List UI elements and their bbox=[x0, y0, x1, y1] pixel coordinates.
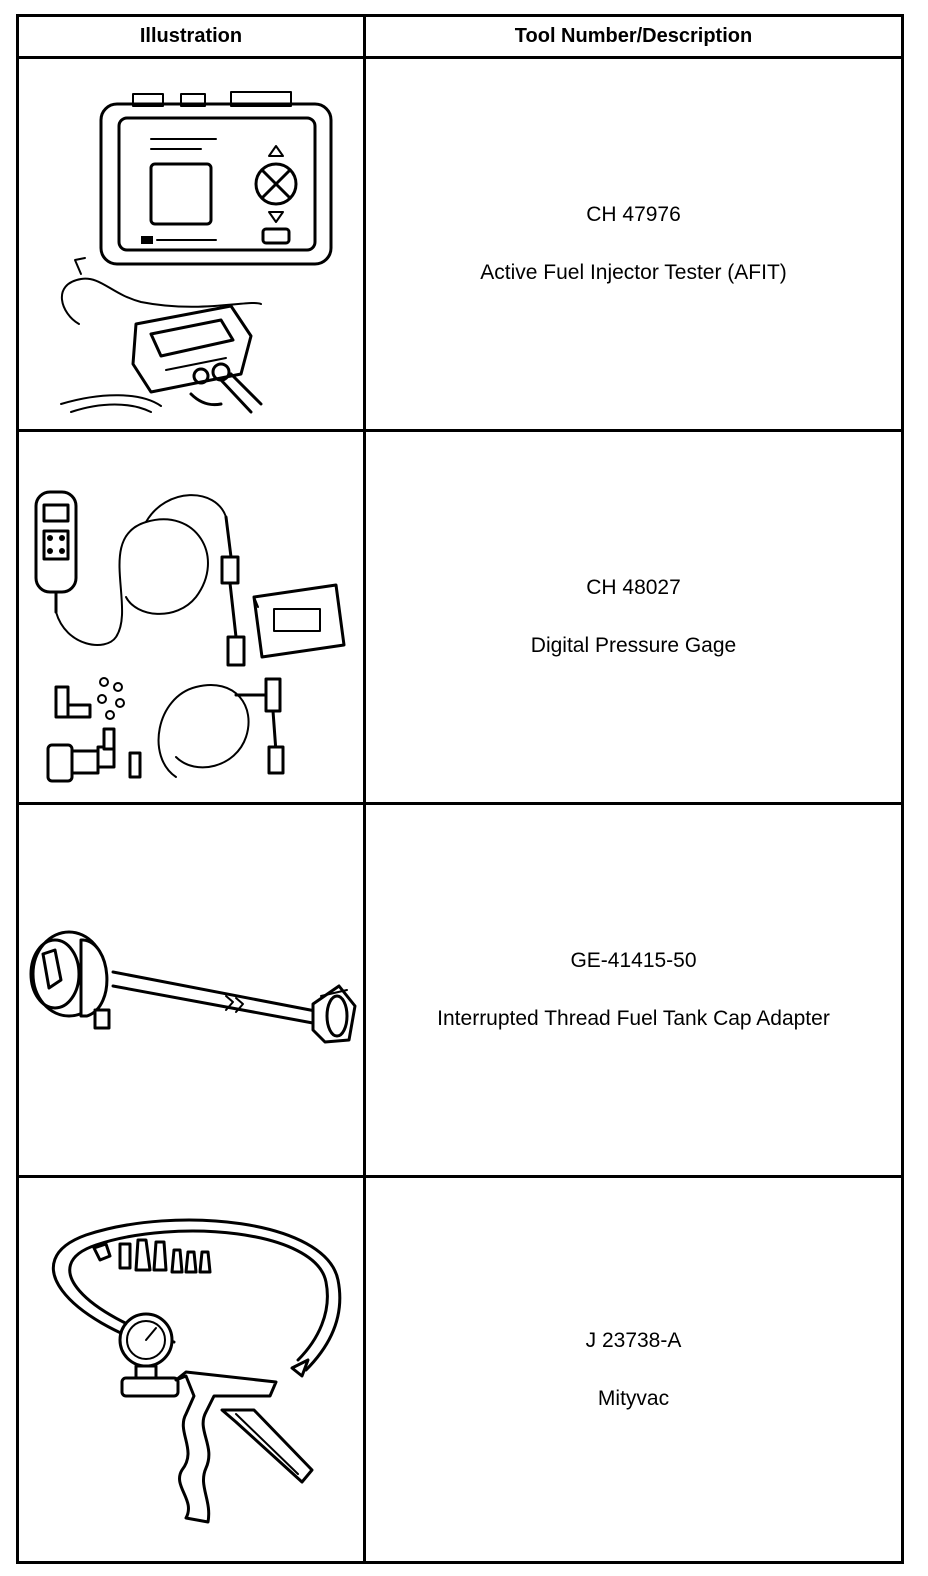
illustration-cell bbox=[19, 805, 366, 1178]
tool-description-cell: J 23738-A Mityvac bbox=[366, 1178, 901, 1561]
tool-description-cell: CH 48027 Digital Pressure Gage bbox=[366, 432, 901, 805]
header-illustration: Illustration bbox=[19, 17, 366, 59]
tool-number: CH 48027 bbox=[586, 576, 681, 599]
illustration-cell bbox=[19, 1178, 366, 1561]
tool-description-cell: CH 47976 Active Fuel Injector Tester (AF… bbox=[366, 59, 901, 432]
tool-number: J 23738-A bbox=[585, 1328, 682, 1352]
fuel-tank-cap-adapter-icon bbox=[29, 930, 357, 1044]
vacuum-pump-icon bbox=[52, 1218, 342, 1523]
fuel-injector-tester-icon bbox=[60, 91, 333, 414]
tool-description: Digital Pressure Gage bbox=[530, 634, 737, 657]
tool-description: Mityvac bbox=[597, 1386, 670, 1410]
header-tool-number-description: Tool Number/Description bbox=[366, 17, 901, 59]
tool-table: Illustration Tool Number/Description bbox=[16, 14, 904, 1564]
illustration-cell bbox=[19, 432, 366, 805]
tool-description: Interrupted Thread Fuel Tank Cap Adapter bbox=[437, 1007, 830, 1030]
tool-number: GE-41415-50 bbox=[570, 949, 697, 972]
tool-description-cell: GE-41415-50 Interrupted Thread Fuel Tank… bbox=[366, 805, 901, 1178]
tool-number: CH 47976 bbox=[586, 203, 681, 226]
pressure-gage-kit-icon bbox=[34, 490, 346, 783]
tool-description: Active Fuel Injector Tester (AFIT) bbox=[480, 261, 787, 284]
illustration-cell bbox=[19, 59, 366, 432]
